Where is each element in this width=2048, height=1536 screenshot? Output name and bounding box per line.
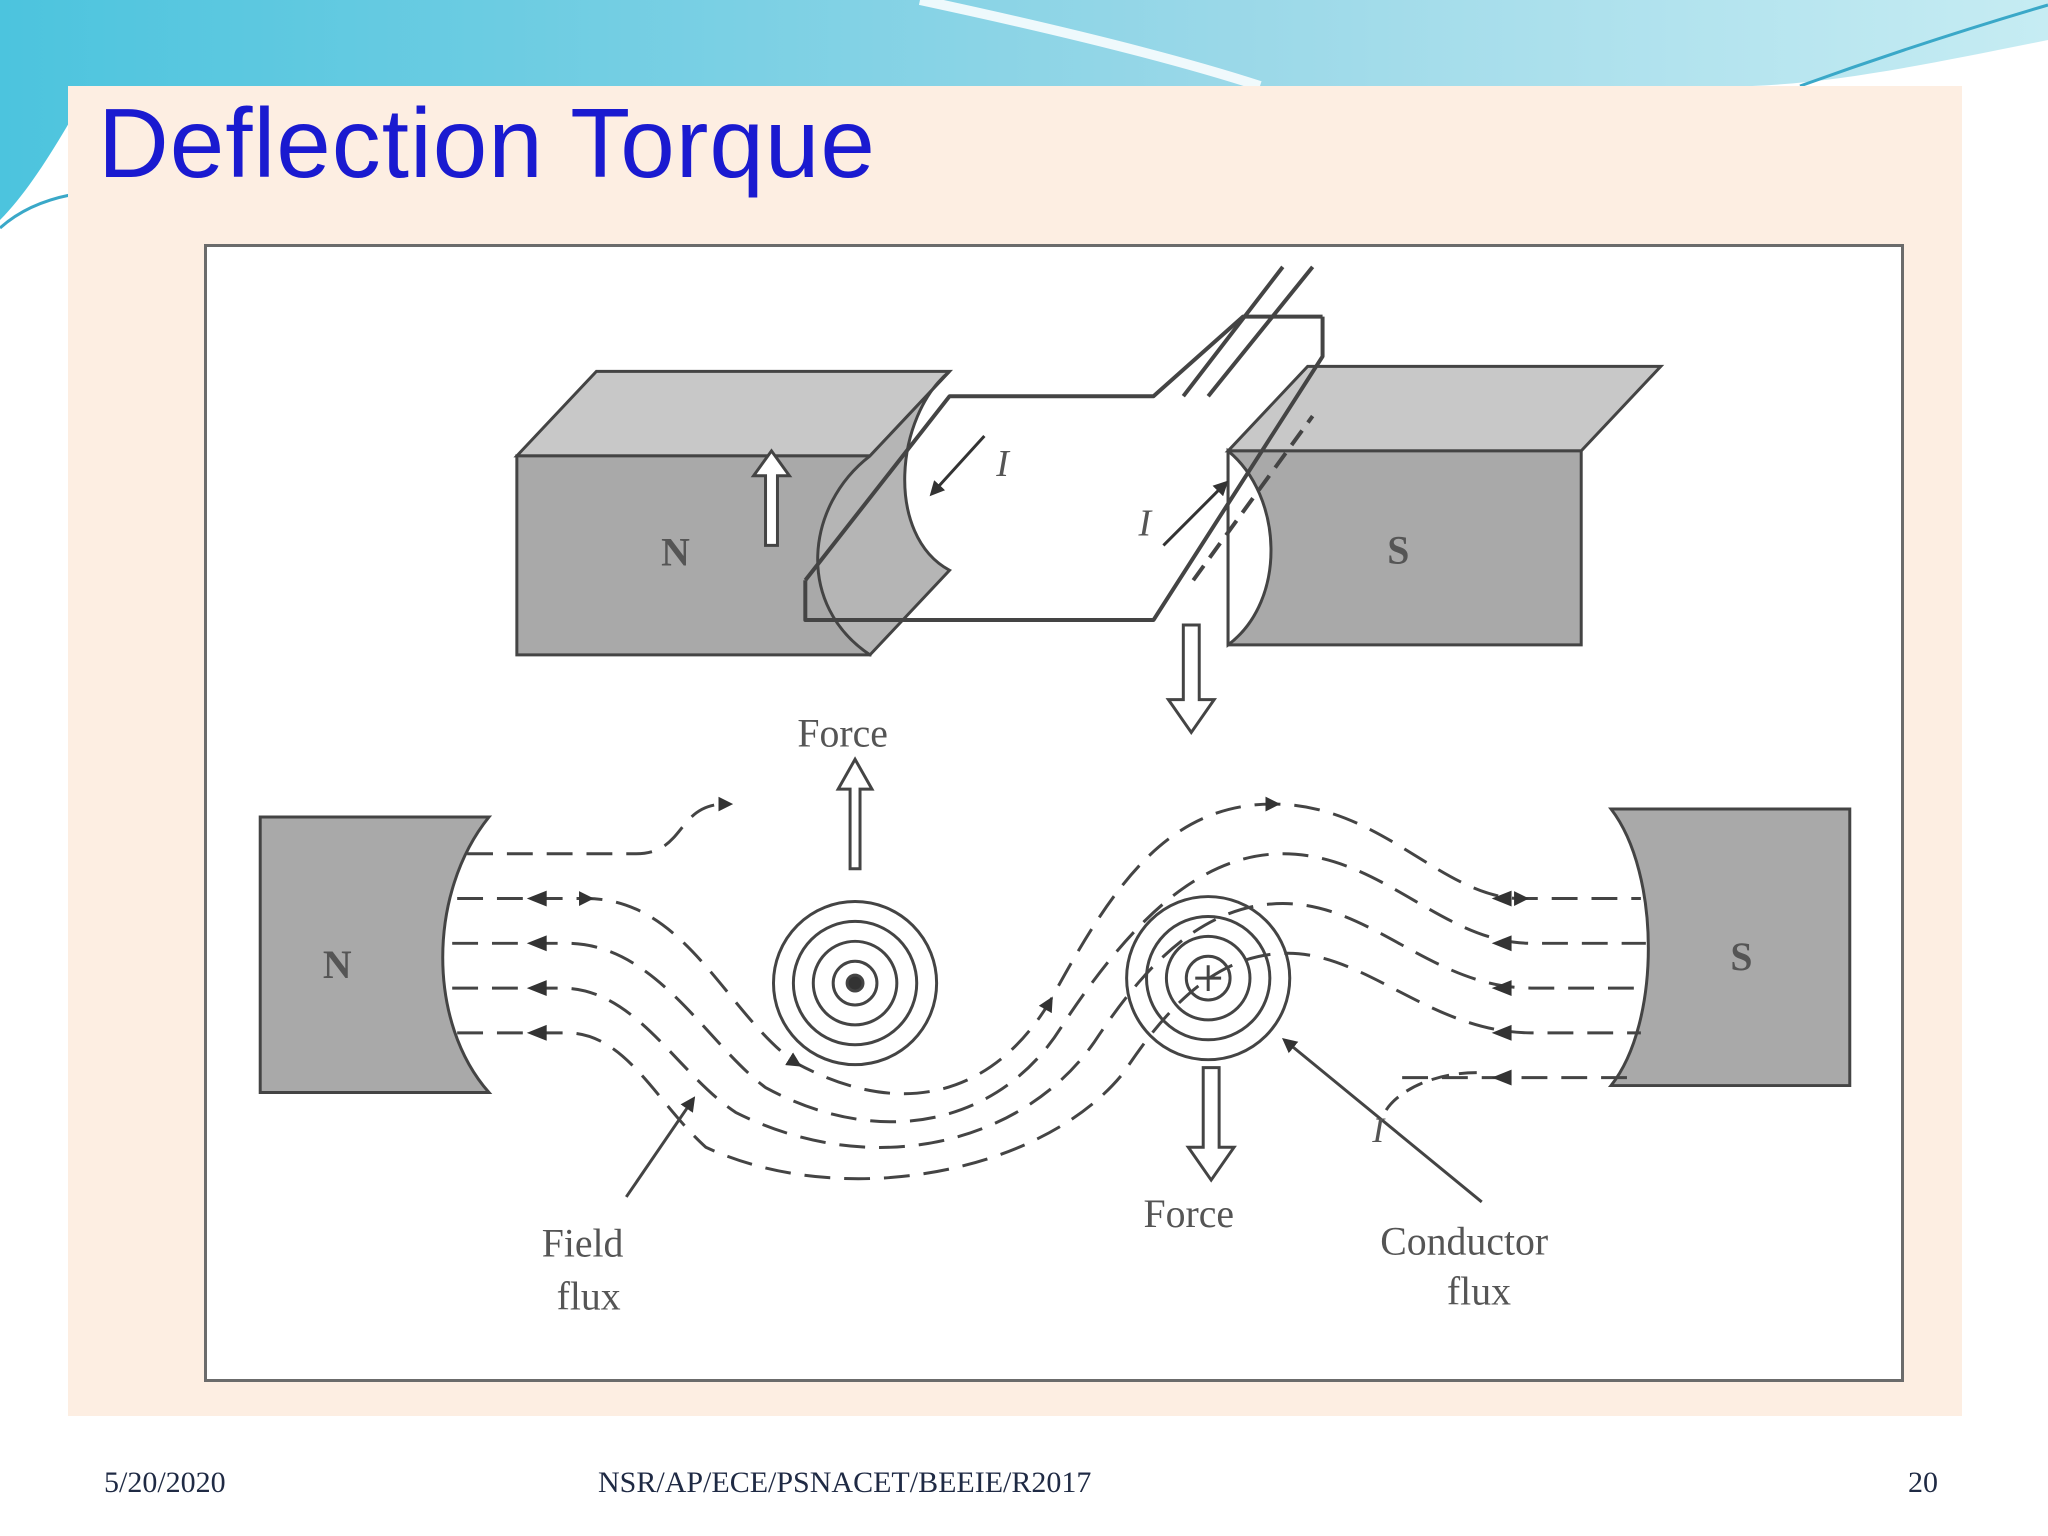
top-current-label-right: I [1138,502,1154,544]
field-flux-pointer [625,1096,696,1198]
cross-south-label: S [1730,935,1752,979]
banner-swoosh-left [0,193,71,230]
field-flux-label-line2: flux [557,1274,621,1318]
diagram-canvas: N S I I N S [258,265,1852,1318]
banner-swoosh-right [1799,3,2048,88]
conductor-flux-label-line2: flux [1447,1269,1511,1313]
top-view-coil [803,265,1325,623]
field-flux-label-line1: Field [542,1222,624,1266]
top-south-label: S [1387,528,1409,572]
conductor-into-page [1125,895,1292,1062]
field-flux-arrows [526,890,1512,1086]
footer-page-number: 20 [1908,1466,1938,1499]
cross-current-label: I [1371,1110,1386,1150]
field-flux-lines [452,796,1646,1181]
transition-down-arrow-icon [1165,623,1218,736]
top-north-label: N [661,530,690,574]
conductor-flux-label-line1: Conductor [1380,1220,1548,1264]
conductor-out-of-page [771,900,939,1067]
banner-wave [0,0,2048,220]
force-up-label: Force [797,711,888,755]
footer-date: 5/20/2020 [104,1466,226,1499]
force-down-arrow-icon [1185,1066,1237,1183]
footer-course-code: NSR/AP/ECE/PSNACET/BEEIE/R2017 [598,1466,1092,1499]
force-down-label: Force [1144,1192,1235,1236]
slide-title: Deflection Torque [98,88,876,198]
top-view-current-arrows [929,434,1229,547]
conductor-flux-pointer [1281,1038,1483,1204]
cross-north-label: N [323,943,352,987]
top-view-south-magnet [1224,364,1665,648]
deflection-torque-diagram: N S I I N S [204,244,1904,1382]
top-view-up-arrow-icon [750,448,793,547]
top-view-north-magnet [513,369,954,657]
cross-south-pole [1607,807,1852,1088]
current-path-curve [1380,1071,1477,1118]
cross-north-pole [258,815,493,1095]
banner-highlight [918,0,1262,91]
top-current-label-left: I [995,443,1011,485]
force-up-arrow-icon [835,756,875,871]
